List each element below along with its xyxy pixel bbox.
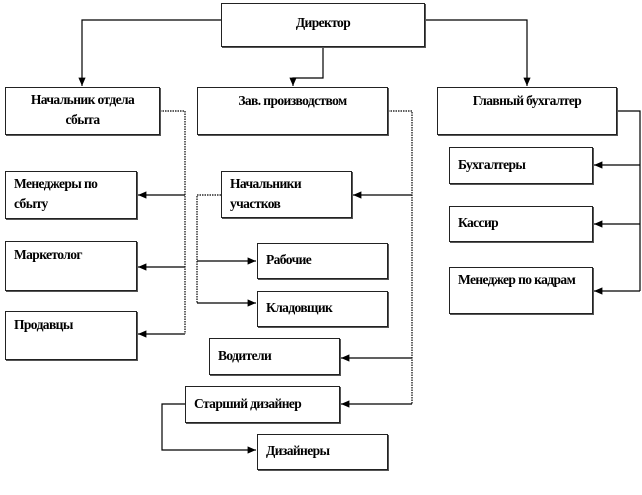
node-workers: Рабочие	[257, 243, 388, 279]
node-director: Директор	[221, 3, 425, 47]
node-section-heads: Начальники участков	[221, 171, 352, 218]
node-cashier: Кассир	[449, 206, 593, 242]
node-chief-accountant: Главный бухгалтер	[437, 87, 617, 135]
node-sellers: Продавцы	[5, 311, 137, 360]
node-accountants: Бухгалтеры	[449, 147, 593, 184]
node-storekeeper: Кладовщик	[257, 291, 388, 327]
connector-director-sales	[78, 19, 221, 86]
connector-production-trunk	[388, 110, 413, 404]
node-designers: Дизайнеры	[257, 434, 388, 470]
connector-sales-trunk	[160, 110, 186, 334]
node-sales-head: Начальник отдела сбыта	[5, 87, 160, 135]
node-senior-designer: Старший дизайнер	[185, 386, 340, 423]
connector-director-production	[289, 47, 324, 86]
connector-director-accounting	[425, 19, 531, 86]
node-sales-managers: Менеджеры по сбыту	[5, 171, 137, 219]
connector-accounting-trunk	[617, 110, 641, 291]
node-marketer: Маркетолог	[5, 241, 137, 291]
connector-section-trunk	[196, 194, 221, 303]
connector-designers	[161, 403, 256, 454]
node-drivers: Водители	[209, 338, 340, 375]
node-hr-manager: Менеджер по кадрам	[449, 267, 593, 314]
node-production-head: Зав. производством	[197, 87, 388, 135]
